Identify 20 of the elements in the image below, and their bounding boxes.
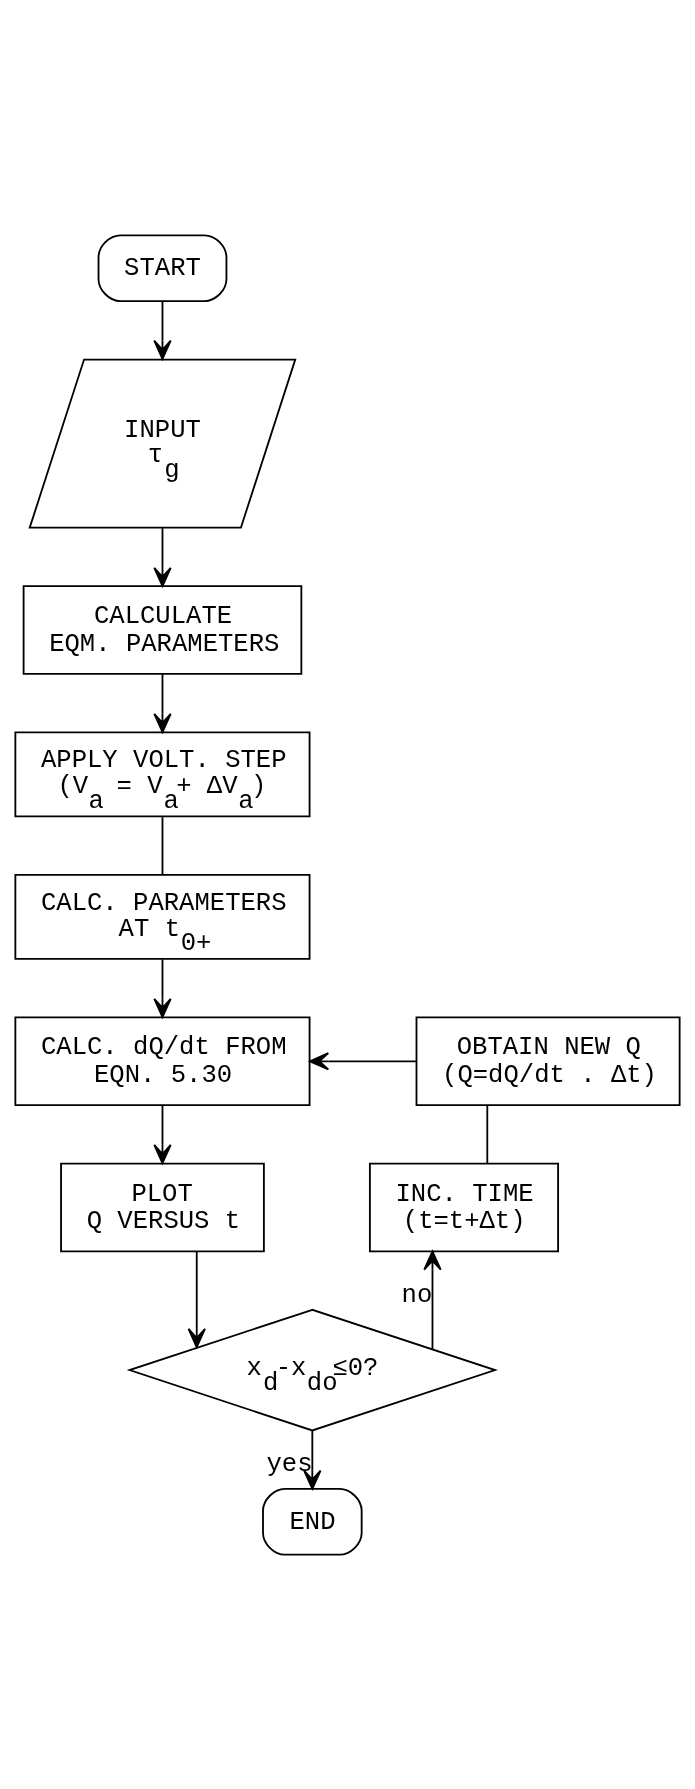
node-box: END [262, 1487, 363, 1556]
node-box: CALCULATE EQM. PARAMETERS [22, 584, 303, 675]
arrow [303, 1429, 322, 1490]
edge-label: no [401, 1280, 433, 1310]
node-box: INC. TIME (t=t+Δt) [368, 1162, 560, 1252]
arrow [153, 1103, 172, 1164]
arrow [309, 1051, 418, 1070]
node-box: START [97, 233, 228, 302]
edge-label: yes [266, 1449, 313, 1479]
arrow [423, 1250, 442, 1350]
arrow [153, 526, 172, 587]
connector [486, 1104, 489, 1165]
connector [161, 815, 164, 876]
node-box: CALC. dQ/dt FROM EQN. 5.30 [14, 1016, 311, 1106]
arrow [153, 672, 172, 733]
arrow [153, 958, 172, 1018]
arrow [187, 1250, 206, 1348]
node-box: OBTAIN NEW Q (Q=dQ/dt . Δt) [415, 1016, 681, 1106]
node-box: PLOT Q VERSUS t [60, 1162, 265, 1252]
arrow [153, 299, 172, 360]
